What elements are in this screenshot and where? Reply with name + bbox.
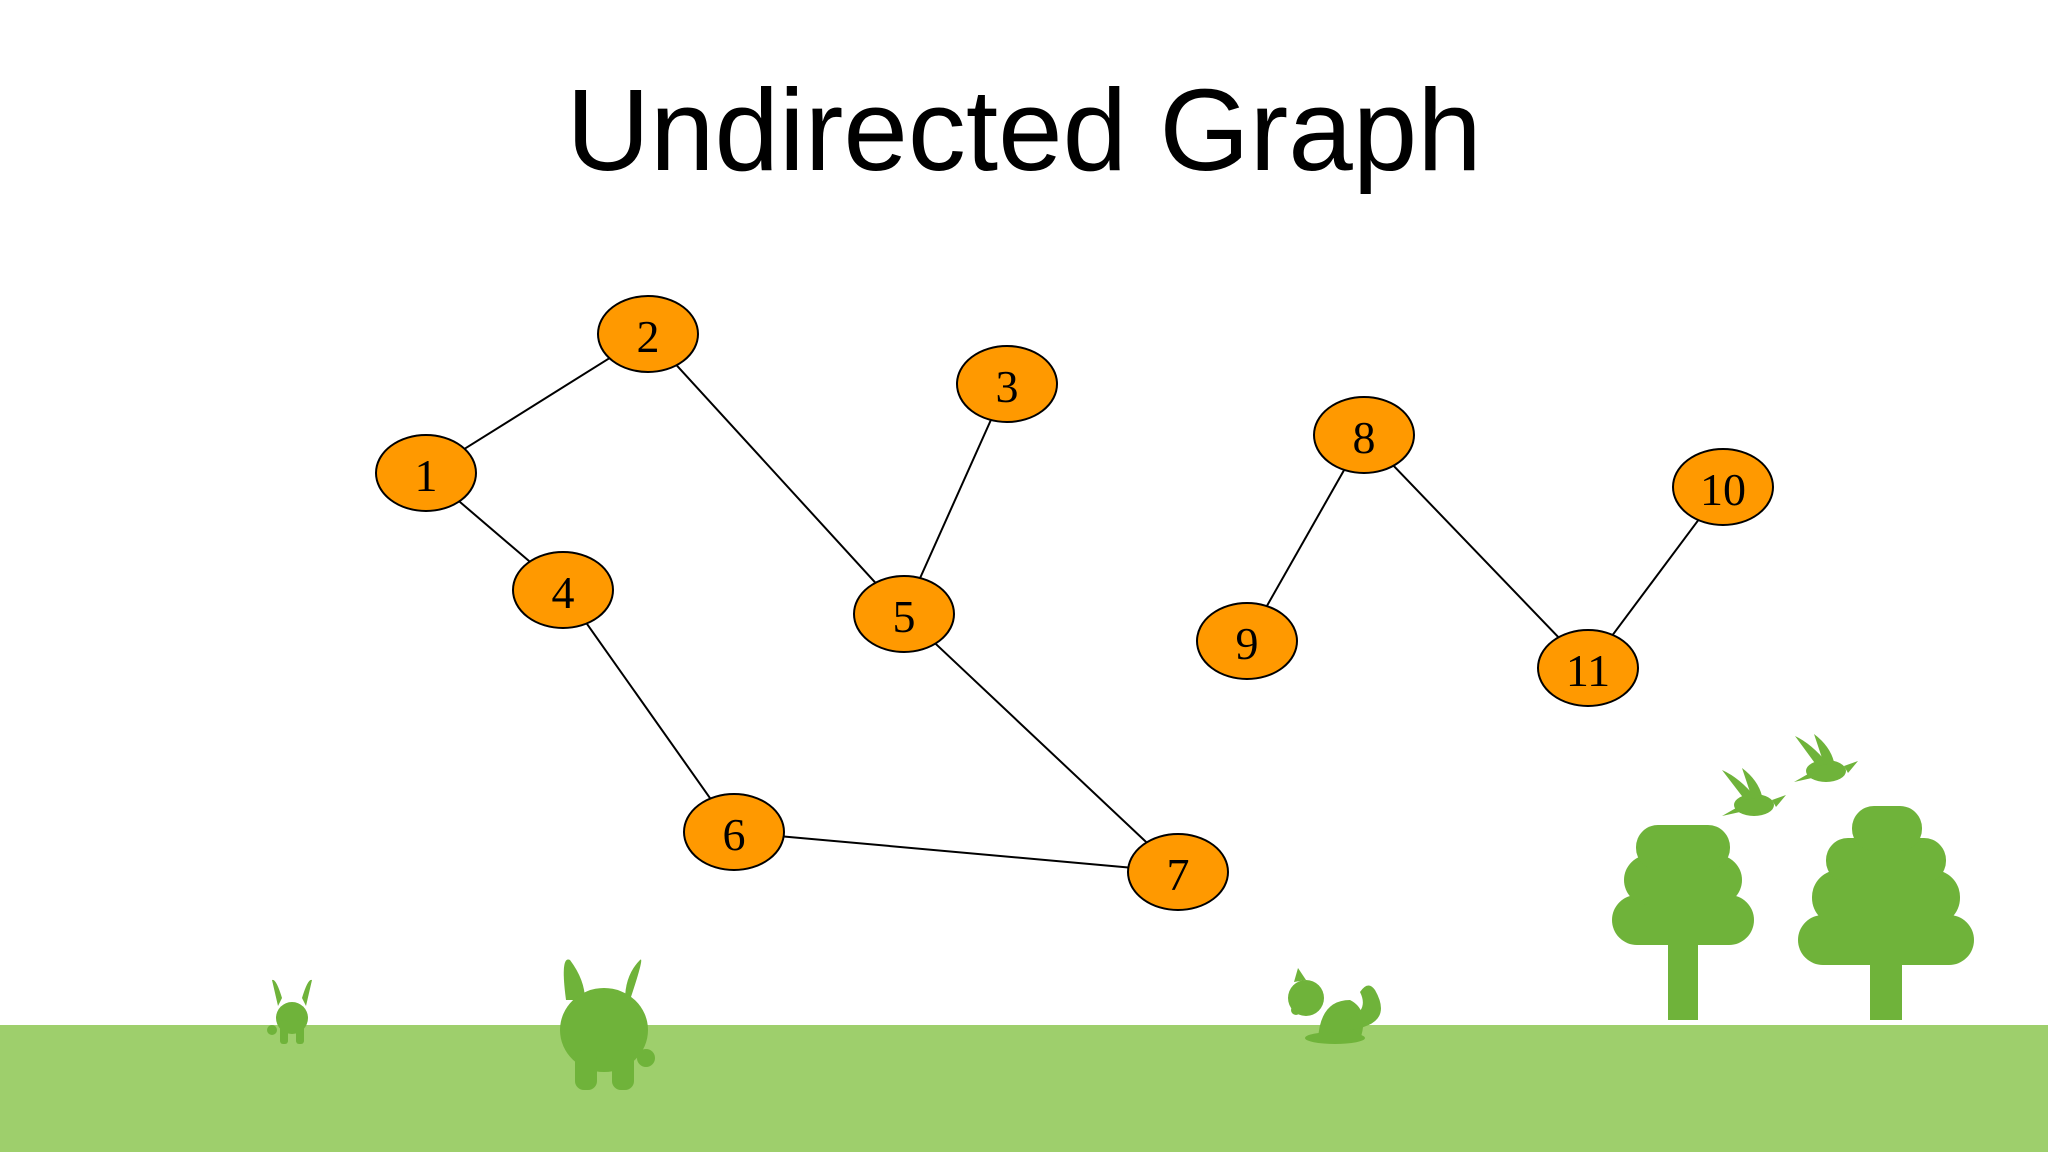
node-shape <box>853 575 955 653</box>
graph-edge-1-2 <box>464 357 610 450</box>
node-label: 10 <box>1700 464 1746 515</box>
node-shape <box>1537 629 1639 707</box>
node-label: 1 <box>415 450 438 501</box>
rabbit-icon <box>267 979 312 1044</box>
node-label: 9 <box>1236 618 1259 669</box>
graph-node-10: 10 <box>1672 448 1774 526</box>
graph-node-2: 2 <box>597 295 699 373</box>
graph-edge-1-4 <box>458 500 531 563</box>
node-label: 11 <box>1566 645 1610 696</box>
rabbit-icon <box>560 959 655 1090</box>
graph-node-11: 11 <box>1537 629 1639 707</box>
graph-edge-5-7 <box>934 642 1148 844</box>
node-label: 4 <box>552 567 575 618</box>
node-shape <box>375 434 477 512</box>
squirrel-icon <box>1288 968 1381 1044</box>
node-shape <box>512 551 614 629</box>
nodes: 1 2 3 4 5 6 7 8 9 10 11 <box>375 295 1774 911</box>
graph-edge-6-7 <box>783 835 1129 869</box>
node-label: 5 <box>893 591 916 642</box>
node-shape <box>1313 396 1415 474</box>
graph-node-4: 4 <box>512 551 614 629</box>
graph-node-9: 9 <box>1196 602 1298 680</box>
graph-node-1: 1 <box>375 434 477 512</box>
graph-node-5: 5 <box>853 575 955 653</box>
node-label: 2 <box>637 311 660 362</box>
node-shape <box>597 295 699 373</box>
graph-node-7: 7 <box>1127 833 1229 911</box>
graph-edge-10-11 <box>1611 519 1700 636</box>
node-label: 3 <box>996 361 1019 412</box>
tree-icon <box>1612 825 1754 1020</box>
node-label: 7 <box>1167 849 1190 900</box>
graph-edge-8-9 <box>1265 469 1346 607</box>
node-shape <box>1196 602 1298 680</box>
graph-node-8: 8 <box>1313 396 1415 474</box>
ground <box>0 1025 2048 1152</box>
graph-edge-8-11 <box>1392 464 1560 639</box>
node-label: 8 <box>1353 412 1376 463</box>
tree-icon <box>1798 806 1974 1020</box>
bird-icon <box>1722 768 1786 816</box>
slide-title: Undirected Graph <box>566 65 1482 195</box>
graph-edge-4-6 <box>585 622 712 800</box>
edges <box>458 357 1700 869</box>
node-shape <box>1127 833 1229 911</box>
graph-node-3: 3 <box>956 345 1058 423</box>
node-shape <box>1672 448 1774 526</box>
node-label: 6 <box>723 809 746 860</box>
graph-edge-3-5 <box>919 419 992 579</box>
graph-edge-2-5 <box>675 364 877 584</box>
bird-icon <box>1794 734 1858 782</box>
graph-node-6: 6 <box>683 793 785 871</box>
node-shape <box>956 345 1058 423</box>
node-shape <box>683 793 785 871</box>
